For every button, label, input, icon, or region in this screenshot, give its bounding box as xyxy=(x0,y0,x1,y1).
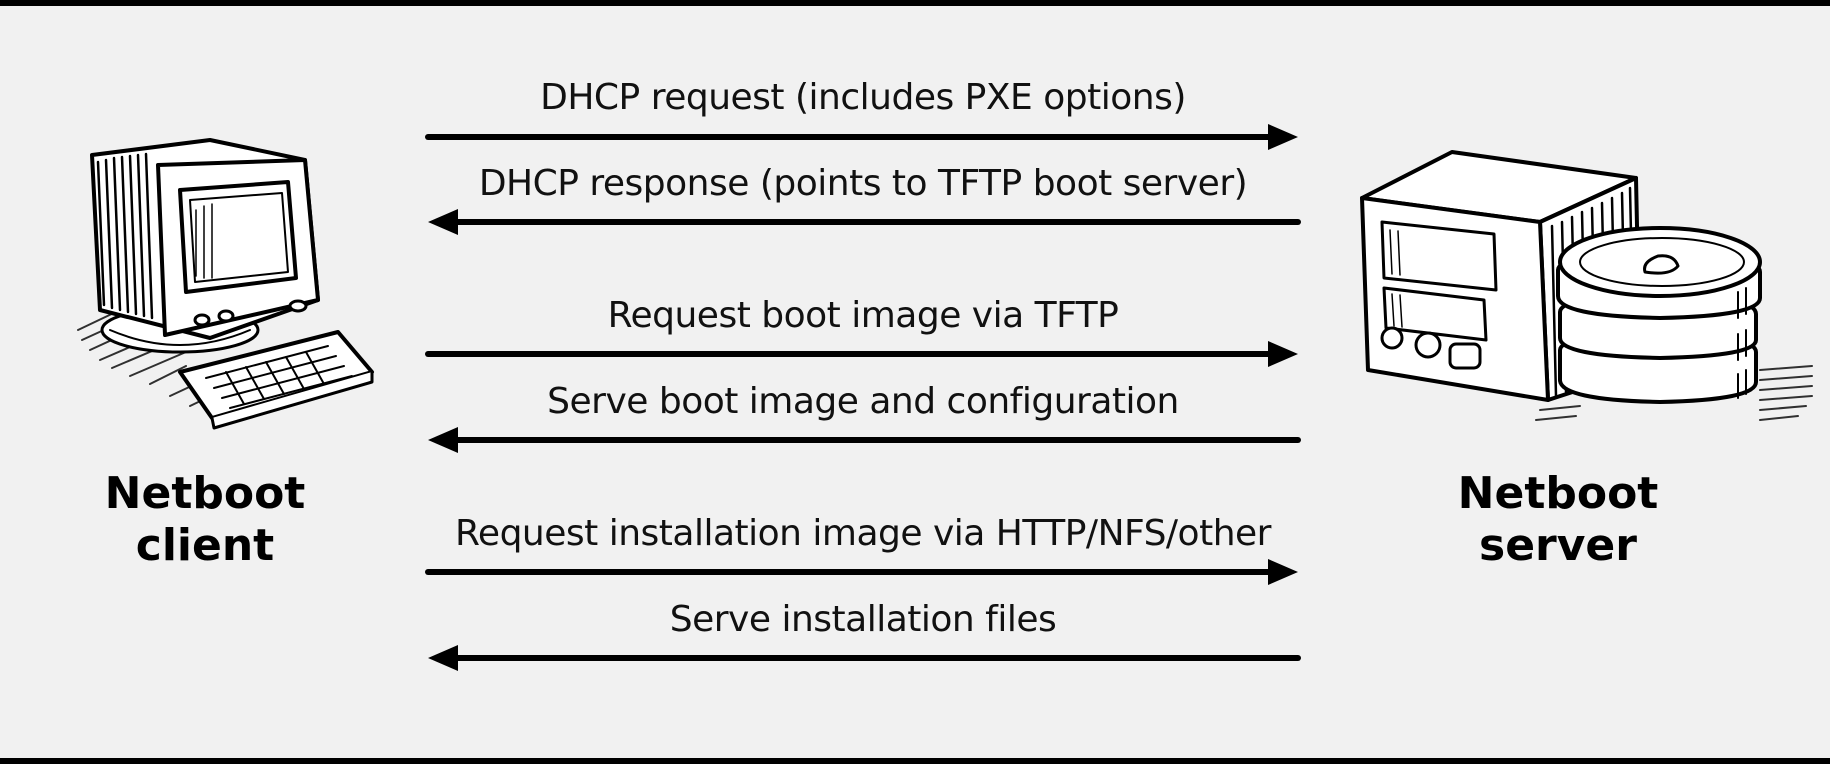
message-arrow-head xyxy=(428,645,458,671)
server-label-line2: server xyxy=(1479,520,1637,571)
message-label-dhcp-request: DHCP request (includes PXE options) xyxy=(540,77,1186,118)
message-arrows xyxy=(425,124,1301,671)
message-label-serve-boot-image: Serve boot image and configuration xyxy=(547,381,1179,422)
message-arrow-head xyxy=(428,427,458,453)
server-with-disks-icon xyxy=(1360,150,1813,421)
client-label-line1: Netboot xyxy=(104,468,306,519)
client-label-line2: client xyxy=(135,520,275,571)
message-label-dhcp-response: DHCP response (points to TFTP boot serve… xyxy=(478,163,1248,204)
message-arrow-head xyxy=(428,209,458,235)
message-label-request-boot-image: Request boot image via TFTP xyxy=(607,295,1119,336)
message-arrow-head xyxy=(1268,124,1298,150)
client-label: Netboot client xyxy=(75,468,335,572)
message-label-serve-install-files: Serve installation files xyxy=(669,599,1057,640)
desktop-computer-icon xyxy=(77,138,374,430)
bottom-border xyxy=(0,758,1830,764)
server-label-line1: Netboot xyxy=(1457,468,1659,519)
top-border xyxy=(0,0,1830,6)
message-arrow-head xyxy=(1268,559,1298,585)
message-arrow-head xyxy=(1268,341,1298,367)
server-label: Netboot server xyxy=(1428,468,1688,572)
message-label-request-install-image: Request installation image via HTTP/NFS/… xyxy=(455,513,1271,554)
